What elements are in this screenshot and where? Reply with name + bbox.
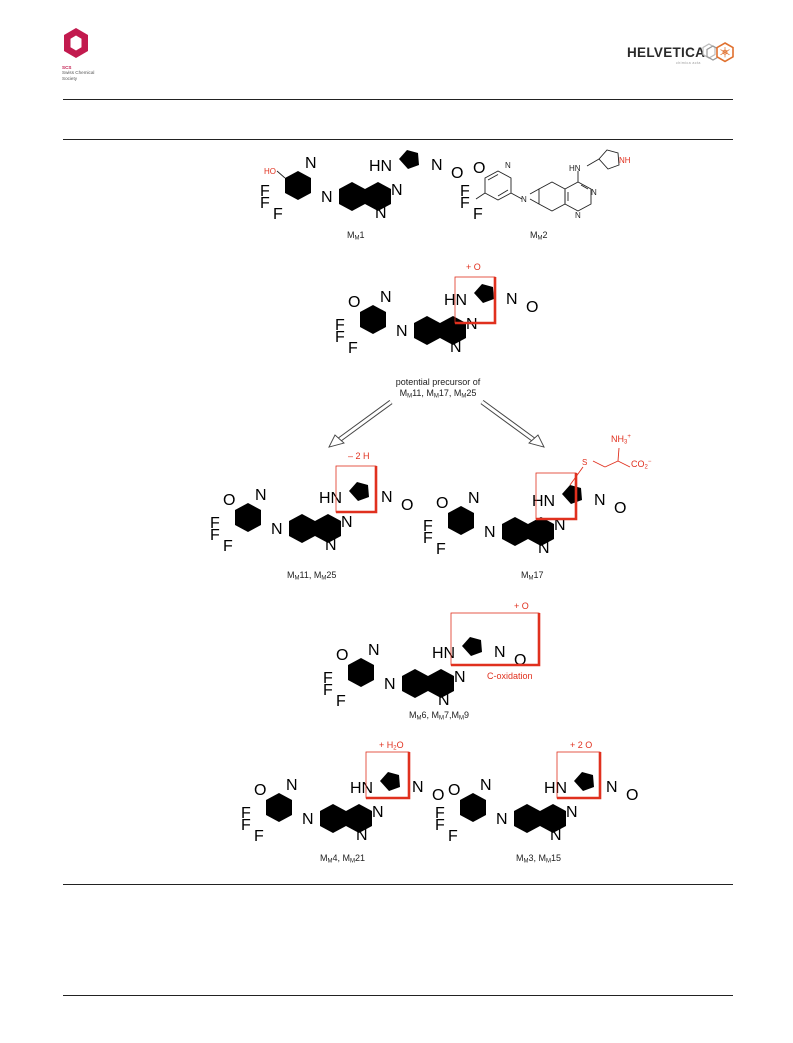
scs-logo-text: SCS Swiss Chemical Society — [62, 65, 102, 81]
structure-mm17: S — [423, 447, 631, 558]
svg-text:N: N — [591, 188, 597, 197]
co2-minus: CO2− — [631, 459, 652, 471]
svg-text:NH: NH — [619, 156, 631, 165]
scs-line2: Society — [62, 75, 78, 81]
label-mm3-mm15: MM3, MM15 — [516, 853, 562, 865]
svg-text:N: N — [521, 195, 527, 204]
scs-logo-icon — [64, 28, 88, 58]
svg-text:N: N — [505, 161, 511, 170]
structure-mm6-mm7-mm9 — [323, 612, 541, 710]
structure-precursor — [335, 276, 543, 357]
precursor-note: potential precursor of MM11, MM17, MM25 — [395, 377, 481, 400]
nh3-plus: NH3+ — [611, 434, 631, 446]
scs-abbr: SCS — [62, 65, 72, 70]
helvetica-tagline: chimica acta — [676, 61, 701, 65]
arrow-left-icon — [328, 399, 393, 448]
structure-mm4-mm21 — [241, 751, 449, 845]
structure-mm11-mm25 — [210, 465, 418, 555]
label-mm2: MM2 — [530, 230, 548, 242]
footer-rule — [63, 995, 733, 996]
mod-plus-o-mid: + O — [514, 601, 529, 611]
mod-minus-2h: – 2 H — [348, 451, 370, 461]
label-mm17: MM17 — [521, 570, 544, 582]
label-mm1: MM1 — [347, 230, 365, 242]
label-mm11-mm25: MM11, MM25 — [287, 570, 337, 582]
mod-plus-o-top: + O — [466, 262, 481, 272]
structure-mm1: HO — [260, 150, 468, 223]
mod-plus-2o: + 2 O — [570, 740, 593, 750]
scheme-bottom-rule — [63, 884, 733, 885]
structure-mm2: N N N N HN NH — [460, 149, 631, 223]
mod-c-oxidation: C-oxidation — [487, 671, 533, 681]
scheme-top-rule — [63, 139, 733, 140]
svg-text:HO: HO — [264, 167, 276, 176]
svg-text:S: S — [582, 458, 587, 467]
scs-line1: Swiss Chemical — [62, 70, 95, 76]
structure-mm3-mm15 — [435, 751, 643, 845]
label-mm4-mm21: MM4, MM21 — [320, 853, 366, 865]
helvetica-hexagon-logo-icon — [702, 42, 734, 63]
header-rule — [63, 99, 733, 100]
svg-text:HN: HN — [569, 164, 581, 173]
arrow-right-icon — [480, 399, 545, 448]
label-mm6-mm7-mm9: MM6, MM7,MM9 — [409, 710, 470, 722]
mod-plus-h2o: + H2O — [379, 740, 404, 752]
svg-text:N: N — [575, 211, 581, 220]
helvetica-wordmark: HELVETICA — [627, 45, 706, 60]
